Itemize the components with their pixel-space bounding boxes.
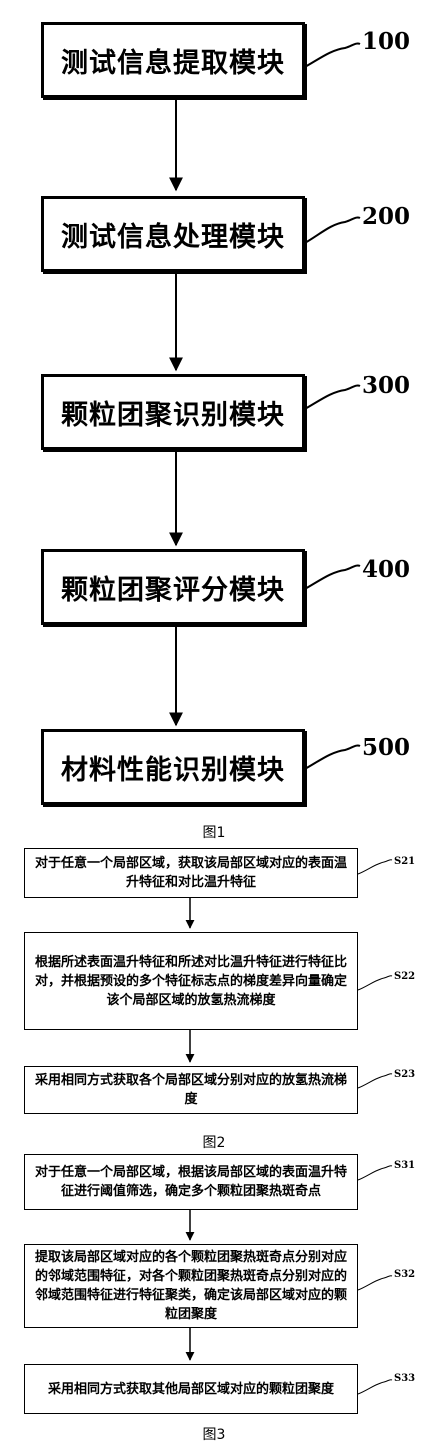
figure1-caption: 图1 xyxy=(202,825,226,841)
step-text: 采用相同方式获取其他局部区域对应的颗粒团聚度 xyxy=(47,1381,334,1397)
step-tag-s33: S33 xyxy=(394,1373,416,1384)
module-box-200: 测试信息处理模块 xyxy=(41,196,305,272)
module-tag-200: 200 xyxy=(362,203,411,230)
fig2-leader-s22 xyxy=(357,975,393,991)
fig1-leader-200 xyxy=(302,216,361,245)
step-text: 对于任意一个局部区域，根据该局部区域的表面温升特征进行阈值筛选，确定多个颗粒团聚… xyxy=(34,1165,347,1199)
figure3-caption: 图3 xyxy=(202,1427,226,1443)
step-box-s21: 对于任意一个局部区域，获取该局部区域对应的表面温升特征和对比温升特征 xyxy=(24,848,358,898)
module-box-400: 颗粒团聚评分模块 xyxy=(41,549,305,625)
step-text: 对于任意一个局部区域，获取该局部区域对应的表面温升特征和对比温升特征 xyxy=(34,856,347,890)
fig3-leader-s33 xyxy=(357,1379,393,1395)
fig2-leader-s23 xyxy=(357,1073,393,1089)
fig2-leader-s21 xyxy=(357,859,393,875)
fig3-leader-s32 xyxy=(357,1275,393,1291)
step-tag-s32: S32 xyxy=(394,1269,416,1280)
module-label: 材料性能识别模块 xyxy=(61,754,285,786)
module-label: 测试信息处理模块 xyxy=(61,221,285,253)
step-text: 提取该局部区域对应的各个颗粒团聚热斑奇点分别对应的邻域范围特征，对各个颗粒团聚热… xyxy=(34,1250,347,1322)
fig1-leader-400 xyxy=(302,564,361,591)
step-tag-s23: S23 xyxy=(394,1069,416,1080)
module-box-100: 测试信息提取模块 xyxy=(41,22,305,98)
step-text: 根据所述表面温升特征和所述对比温升特征进行特征比对，并根据预设的多个特征标志点的… xyxy=(34,954,347,1008)
step-tag-s22: S22 xyxy=(394,971,416,982)
fig1-leader-100 xyxy=(302,42,361,69)
module-tag-100: 100 xyxy=(362,28,411,55)
module-box-500: 材料性能识别模块 xyxy=(41,729,305,805)
module-label: 颗粒团聚识别模块 xyxy=(61,399,285,431)
module-tag-300: 300 xyxy=(362,372,411,399)
fig1-leader-300 xyxy=(302,384,361,411)
step-box-s22: 根据所述表面温升特征和所述对比温升特征进行特征比对，并根据预设的多个特征标志点的… xyxy=(24,932,358,1030)
step-tag-s21: S21 xyxy=(394,856,416,867)
module-tag-500: 500 xyxy=(362,734,411,761)
step-text: 采用相同方式获取各个局部区域分别对应的放氢热流梯度 xyxy=(34,1073,347,1107)
step-box-s32: 提取该局部区域对应的各个颗粒团聚热斑奇点分别对应的邻域范围特征，对各个颗粒团聚热… xyxy=(24,1244,358,1328)
fig3-leader-s31 xyxy=(357,1165,393,1181)
step-box-s33: 采用相同方式获取其他局部区域对应的颗粒团聚度 xyxy=(24,1364,358,1414)
module-box-300: 颗粒团聚识别模块 xyxy=(41,374,305,450)
fig1-leader-500 xyxy=(302,744,361,771)
step-box-s31: 对于任意一个局部区域，根据该局部区域的表面温升特征进行阈值筛选，确定多个颗粒团聚… xyxy=(24,1154,358,1210)
step-box-s23: 采用相同方式获取各个局部区域分别对应的放氢热流梯度 xyxy=(24,1066,358,1114)
module-label: 颗粒团聚评分模块 xyxy=(61,574,285,606)
module-tag-400: 400 xyxy=(362,556,411,583)
figure2-caption: 图2 xyxy=(202,1135,226,1151)
module-label: 测试信息提取模块 xyxy=(61,47,285,79)
step-tag-s31: S31 xyxy=(394,1160,416,1171)
